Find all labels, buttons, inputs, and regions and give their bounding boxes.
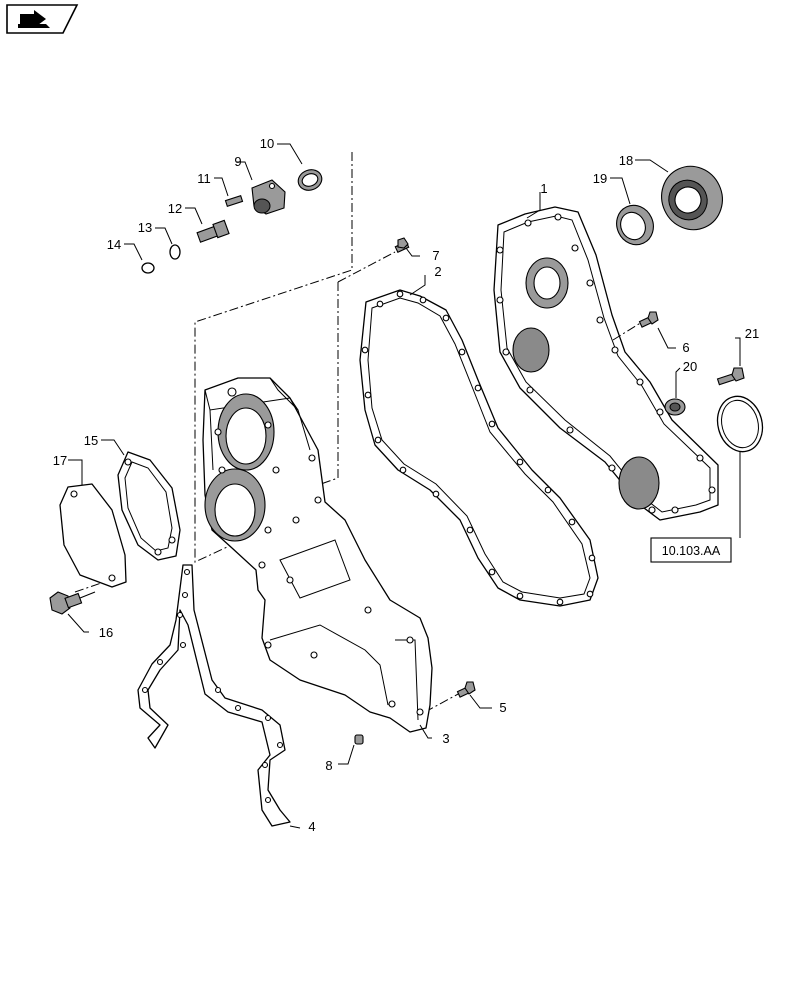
callout-14: 14 xyxy=(107,237,121,252)
callout-2: 2 xyxy=(434,264,441,279)
ring-part-13 xyxy=(169,244,181,260)
callout-12: 12 xyxy=(168,201,182,216)
bolt-part-5 xyxy=(456,681,476,698)
reference-link-10-103-aa[interactable]: 10.103.AA xyxy=(650,537,732,563)
bolt-part-7 xyxy=(394,237,410,253)
callout-20: 20 xyxy=(683,359,697,374)
bolt-part-21 xyxy=(716,367,745,386)
fitting-part-12 xyxy=(196,219,230,243)
reference-label: 10.103.AA xyxy=(662,544,721,558)
leader-lines xyxy=(67,143,741,829)
cover-bolt-holes xyxy=(496,213,716,514)
callout-21: 21 xyxy=(745,326,759,341)
callout-18: 18 xyxy=(619,153,633,168)
grommet-part-20 xyxy=(664,398,686,416)
callout-13: 13 xyxy=(138,220,152,235)
housing-part-9 xyxy=(251,179,286,215)
nav-book-icon[interactable] xyxy=(6,4,79,34)
cover-gasket-part-15 xyxy=(117,451,181,561)
gear-cover-part-1 xyxy=(493,206,719,521)
callout-8: 8 xyxy=(325,758,332,773)
callout-9: 9 xyxy=(234,154,241,169)
callout-17: 17 xyxy=(53,453,67,468)
callout-16: 16 xyxy=(99,625,113,640)
screw-part-11 xyxy=(224,194,244,208)
cover-plate-part-17 xyxy=(59,483,127,588)
callout-7: 7 xyxy=(432,248,439,263)
bolt-part-6 xyxy=(638,311,659,328)
plate-gasket-part-4 xyxy=(137,564,291,827)
ring-part-19 xyxy=(616,204,654,246)
cover-gasket-part-2 xyxy=(359,289,599,607)
callout-15: 15 xyxy=(84,433,98,448)
front-plate-part-3 xyxy=(202,377,433,733)
gasket-bolt-holes xyxy=(361,290,596,606)
callout-labels: 1 2 3 4 5 6 7 8 9 10 11 12 13 14 15 16 1… xyxy=(53,136,759,834)
callout-6: 6 xyxy=(682,340,689,355)
seal-part-18 xyxy=(661,165,723,231)
seal-ring-ref xyxy=(716,395,764,453)
callout-3: 3 xyxy=(442,731,449,746)
callout-19: 19 xyxy=(593,171,607,186)
ring-part-14 xyxy=(141,262,155,274)
callout-5: 5 xyxy=(499,700,506,715)
seal-ring-part-10 xyxy=(297,169,323,191)
callout-10: 10 xyxy=(260,136,274,151)
pin-part-8 xyxy=(354,734,364,745)
callout-1: 1 xyxy=(540,181,547,196)
bolt-part-16 xyxy=(49,591,96,615)
callout-11: 11 xyxy=(197,171,211,186)
callout-4: 4 xyxy=(308,819,315,834)
